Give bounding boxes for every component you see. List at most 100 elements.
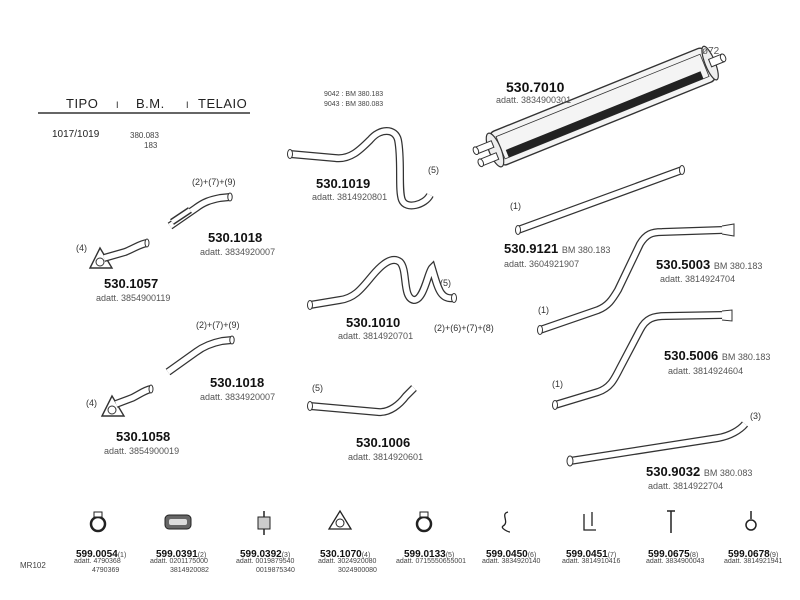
accessory-adatt-1: adatt. 3834900043: [646, 558, 705, 565]
accessory-index: (5): [445, 552, 455, 559]
pipe-530-1018-upper[interactable]: [167, 192, 233, 230]
accessory-index: (3): [281, 552, 291, 559]
ref-530-1058: (4): [86, 398, 97, 408]
adatt-530-9032: adatt. 3814922704: [648, 481, 724, 491]
note-9043: 9043 : BM 380.083: [324, 101, 384, 108]
accessory-code: 530.1070: [320, 549, 362, 560]
header-sep-2: I: [186, 100, 190, 110]
accessory-599-0675[interactable]: 599.0675(8): [648, 545, 698, 561]
header-telaio: TELAIO: [198, 96, 248, 111]
accessory-adatt-1: adatt. 0201175000: [150, 558, 208, 565]
header-sep-1: I: [116, 100, 120, 110]
code-530-9121[interactable]: 530.9121 BM 380.183: [504, 242, 610, 255]
pipe-530-1006[interactable]: [307, 385, 417, 417]
accessory-599-0678[interactable]: 599.0678(9): [728, 545, 778, 561]
code-530-5003-number: 530.5003: [656, 257, 711, 272]
ref-530-5006: (1): [552, 379, 563, 389]
accessory-code: 599.0450: [486, 549, 528, 560]
pipe-530-1057[interactable]: [88, 238, 150, 269]
accessory-code: 599.0451: [566, 549, 608, 560]
code-530-9121-number: 530.9121: [504, 241, 559, 256]
muffler-530-7010[interactable]: [469, 40, 732, 174]
accessory-599-0054[interactable]: 599.0054(1): [76, 545, 126, 561]
adatt-530-5003: adatt. 3814924704: [660, 274, 736, 284]
header-tipo: TIPO: [66, 96, 99, 111]
code-530-1057[interactable]: 530.1057: [104, 276, 159, 291]
accessory-adatt-1: adatt. 3814910416: [562, 558, 621, 565]
accessory-adatt-1: adatt. 3834920140: [482, 558, 541, 565]
code-530-9032-number: 530.9032: [646, 464, 701, 479]
accessory-adatt-2: 3024900080: [338, 567, 377, 574]
pipe-530-5003[interactable]: [537, 223, 735, 335]
code-530-5006-number: 530.5006: [664, 348, 719, 363]
flange-gasket-icon: [327, 509, 353, 530]
ref-530-9121: (1): [510, 201, 521, 211]
row-bm-1: 380.083: [130, 131, 159, 140]
adatt-530-1018-b: adatt. 3834920007: [200, 392, 276, 402]
clamp-icon: [89, 511, 107, 533]
accessory-adatt-2: 0019875340: [256, 567, 295, 574]
adatt-530-1006: adatt. 3814920601: [348, 452, 424, 462]
accessory-code: 599.0675: [648, 549, 690, 560]
hook-icon: [501, 511, 511, 533]
pipe-530-9121[interactable]: [515, 165, 685, 235]
ref-530-1018-b: (2)+(7)+(9): [196, 320, 240, 330]
accessory-599-0391[interactable]: 599.0391(2): [156, 545, 206, 561]
accessory-index: (7): [607, 552, 617, 559]
adatt-530-1057: adatt. 3854900119: [96, 293, 171, 303]
accessory-index: (6): [527, 552, 537, 559]
pipe-530-1019[interactable]: [287, 127, 434, 210]
accessory-index: (2): [197, 552, 207, 559]
accessory-code: 599.0392: [240, 549, 282, 560]
code-530-1018-b[interactable]: 530.1018: [210, 375, 265, 390]
code-530-1058[interactable]: 530.1058: [116, 429, 171, 444]
accessory-index: (1): [117, 552, 127, 559]
ref2-530-1010: (2)+(6)+(7)+(8): [434, 323, 494, 333]
accessory-code: 599.0133: [404, 549, 446, 560]
accessory-599-0451[interactable]: 599.0451(7): [566, 545, 616, 561]
ref-530-9032: (3): [750, 411, 761, 421]
accessory-adatt-1: adatt. 4790368: [74, 558, 121, 565]
accessory-adatt-1: adatt. 3024920080: [318, 558, 377, 565]
row-tipo: 1017/1019: [52, 129, 100, 140]
pipe-530-1018-lower[interactable]: [165, 335, 235, 376]
ref-530-1057: (4): [76, 243, 87, 253]
header-bm: B.M.: [136, 96, 165, 111]
accessory-599-0392[interactable]: 599.0392(3): [240, 545, 290, 561]
bm-530-5003: BM 380.183: [713, 261, 763, 271]
accessory-code: 599.0678: [728, 549, 770, 560]
bm-530-9121: BM 380.183: [561, 245, 611, 255]
ref-530-5003: (1): [538, 305, 549, 315]
accessory-index: (9): [769, 552, 779, 559]
code-530-1006[interactable]: 530.1006: [356, 435, 411, 450]
footer-code: MR102: [20, 561, 46, 570]
note-9042: 9042 : BM 380.183: [324, 91, 384, 98]
code-530-9032[interactable]: 530.9032 BM 380.083: [646, 465, 752, 478]
accessory-index: (8): [689, 552, 699, 559]
adatt-530-1018-a: adatt. 3834920007: [200, 247, 276, 257]
ref-530-1010: (5): [440, 278, 451, 288]
pipe-530-1058[interactable]: [100, 384, 154, 417]
pipe-530-1010[interactable]: [307, 256, 457, 310]
pipe-530-9032[interactable]: [566, 421, 749, 467]
ref-530-1018-a: (2)+(7)+(9): [192, 177, 236, 187]
code-530-7010[interactable]: 530.7010: [506, 79, 565, 95]
code-530-1018-a[interactable]: 530.1018: [208, 230, 263, 245]
accessory-530-1070[interactable]: 530.1070(4): [320, 545, 370, 561]
accessory-599-0450[interactable]: 599.0450(6): [486, 545, 536, 561]
adatt-530-1058: adatt. 3854900019: [104, 446, 180, 456]
code-530-5003[interactable]: 530.5003 BM 380.183: [656, 258, 762, 271]
rubber-mount-icon: [257, 511, 271, 535]
code-530-1010[interactable]: 530.1010: [346, 315, 401, 330]
pipe-530-5006[interactable]: [552, 309, 733, 410]
code-530-1019[interactable]: 530.1019: [316, 176, 371, 191]
strap-icon: [667, 510, 675, 533]
accessory-599-0133[interactable]: 599.0133(5): [404, 545, 454, 561]
code-530-5006[interactable]: 530.5006 BM 380.183: [664, 349, 770, 362]
adatt-530-1010: adatt. 3814920701: [338, 331, 414, 341]
accessory-adatt-1: adatt. 3814921941: [724, 558, 783, 565]
accessory-adatt-2: 3814920082: [170, 567, 209, 574]
accessory-code: 599.0391: [156, 549, 198, 560]
bracket-icon: [583, 512, 596, 531]
